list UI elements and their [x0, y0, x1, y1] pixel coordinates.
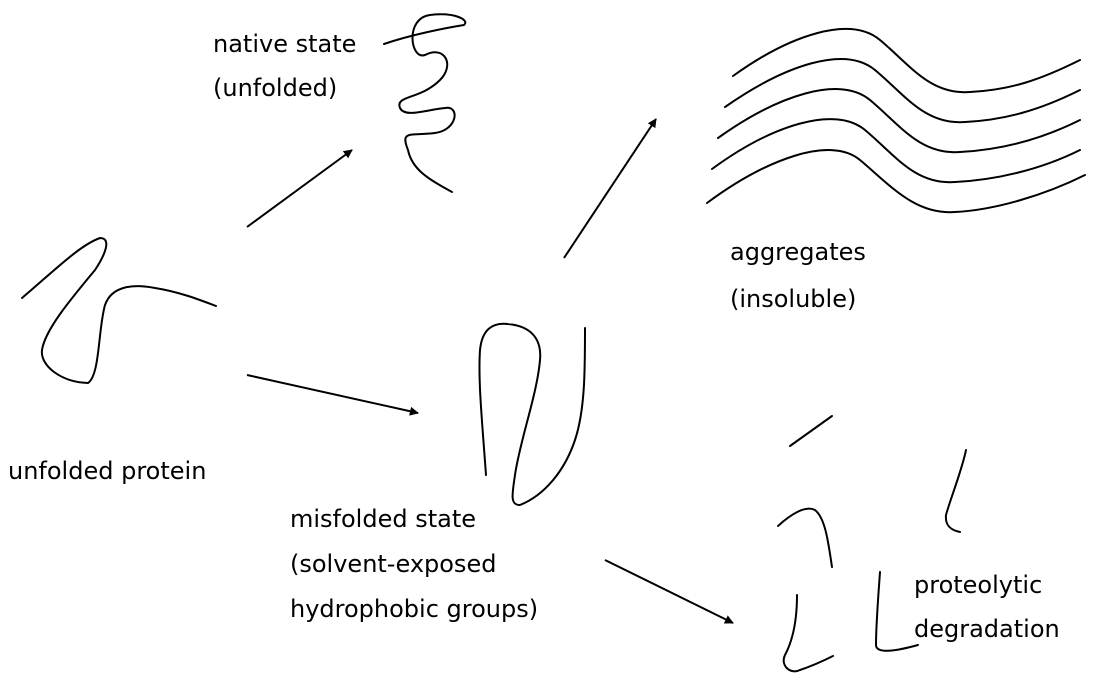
misfolded-state-label: misfolded state [290, 503, 476, 536]
aggregates-sublabel: (insoluble) [730, 283, 856, 316]
proteolytic-label: proteolytic [914, 569, 1042, 602]
unfolded-protein-strand [22, 238, 216, 383]
aggregate-strand-3 [718, 89, 1080, 152]
aggregate-strand-2 [725, 59, 1080, 122]
fragment-4 [876, 572, 918, 651]
aggregate-strand-5 [707, 150, 1085, 212]
fragment-2 [778, 509, 832, 567]
native-state-label: native state [213, 28, 356, 61]
native-state-sublabel: (unfolded) [213, 72, 337, 105]
degradation-label: degradation [914, 613, 1060, 646]
misfolded-state-strand [479, 324, 585, 505]
fragment-5 [784, 595, 833, 671]
aggregates-label: aggregates [730, 236, 866, 269]
arrow-to-aggregates [564, 119, 656, 258]
misfolded-state-sublabel-2: hydrophobic groups) [290, 593, 538, 626]
arrow-to-degradation [605, 560, 733, 623]
arrow-to-misfolded-state [247, 375, 418, 413]
fragment-1 [790, 416, 832, 446]
native-state-coil [384, 14, 465, 192]
misfolded-state-sublabel-1: (solvent-exposed [290, 548, 496, 581]
unfolded-protein-label: unfolded protein [8, 455, 206, 488]
aggregates-strands [707, 29, 1085, 212]
aggregate-strand-4 [712, 119, 1080, 182]
arrow-to-native-state [247, 150, 352, 227]
fragment-3 [946, 450, 966, 532]
aggregate-strand-1 [733, 29, 1080, 92]
